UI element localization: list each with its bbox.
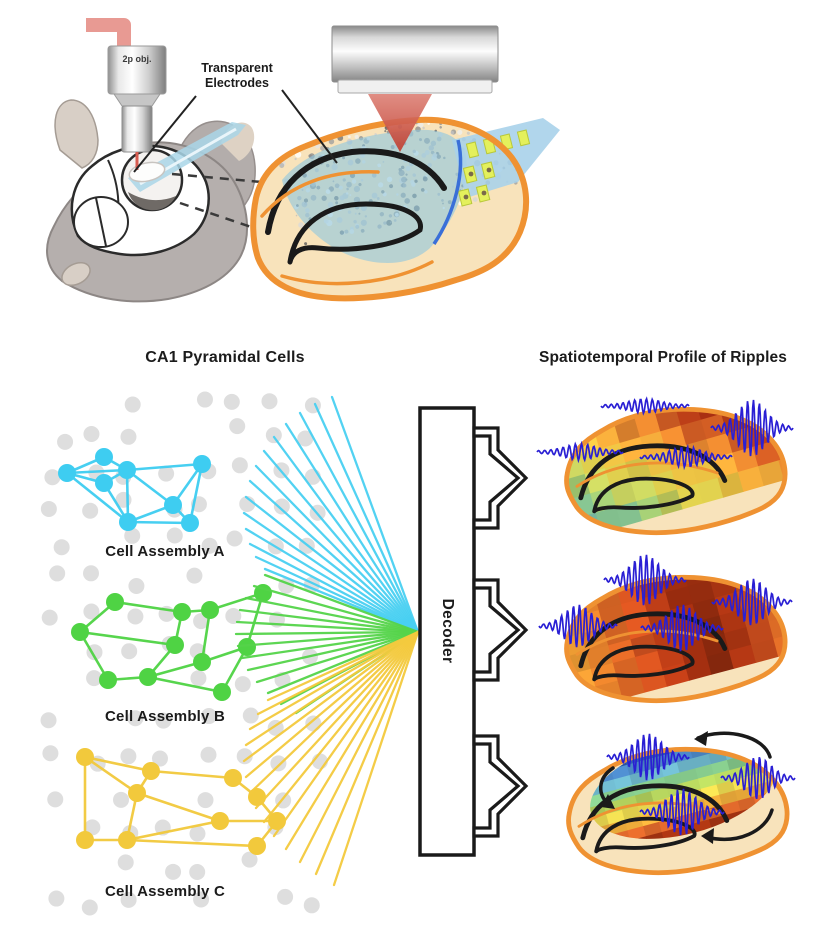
cranial-window-dark-patch [128, 192, 176, 211]
left-panel-title: CA1 Pyramidal Cells [145, 349, 305, 366]
objective-cylinder [331, 25, 499, 83]
ripple-waveform-icon [639, 788, 725, 836]
two-photon-objective [86, 18, 167, 170]
microscope-objective [331, 25, 499, 152]
dg-swirl [592, 644, 695, 682]
ripple-waveform-icon [710, 399, 794, 457]
cell-assembly-a-label: Cell Assembly A [105, 543, 225, 560]
right-panel-title: Spatiotemporal Profile of Ripples [539, 349, 787, 366]
ripple-waveform-icon [606, 733, 690, 781]
assembly-network [71, 584, 272, 701]
ripple-waveform-icon [640, 604, 724, 652]
film-edge-curve [432, 139, 463, 245]
ripple-waveform-icon [711, 578, 793, 626]
frontal-midline [95, 197, 107, 247]
decoder-arrow [472, 426, 529, 530]
laser-elbow [86, 18, 131, 52]
rotation-arrows [599, 731, 774, 844]
ripple-waveform-icon [603, 554, 687, 606]
electrode-leader-lines [133, 89, 338, 173]
objective-lip [337, 79, 493, 94]
mouse-nose-patch [61, 261, 91, 287]
orange-accent [577, 801, 721, 828]
transparent-electrodes-label: Transparent Electrodes [201, 61, 273, 90]
assembly-network [76, 748, 286, 855]
ripple-waveform-icon [600, 396, 690, 416]
ripple-waveform-icon [639, 443, 733, 471]
inset-dg-swirl [287, 201, 423, 265]
dg-swirl [594, 816, 697, 854]
assembly-network [58, 448, 211, 532]
inset-orange-accent-top [260, 170, 380, 218]
ca-curve [580, 783, 730, 841]
decoder-block [418, 406, 529, 857]
excitation-cone [368, 94, 432, 152]
inset-outline [250, 116, 530, 302]
ripple-waveform-icon [536, 440, 624, 464]
decoder-label: Decoder [439, 598, 456, 664]
decoder-box [418, 406, 476, 857]
decoder-arrow [472, 578, 529, 682]
decoder-input-lines [234, 395, 420, 887]
surgery-schematic [46, 18, 560, 303]
objective-label: 2p obj. [122, 54, 152, 64]
decoder-arrow [472, 734, 529, 838]
ripple-waveform-icon [720, 756, 796, 800]
ripple-waveforms [536, 396, 796, 836]
inset-orange-accent-bottom [280, 260, 434, 286]
orange-accent [575, 461, 719, 488]
electrode-pad-contacts [463, 167, 492, 200]
electrode-ribbon [452, 118, 560, 198]
cell-assembly-networks [58, 448, 286, 855]
objective-taper [113, 93, 161, 107]
ripple-waveform-icon [538, 604, 618, 648]
dg-swirl [592, 476, 695, 514]
hippocampus-inset [250, 116, 560, 302]
cell-assembly-b-label: Cell Assembly B [105, 708, 225, 725]
background-cell-dots [40, 391, 328, 916]
ca-curve [578, 443, 728, 501]
mouse-left-ear [54, 99, 99, 169]
objective-barrel [121, 105, 153, 153]
cell-assembly-c-label: Cell Assembly C [105, 883, 225, 900]
